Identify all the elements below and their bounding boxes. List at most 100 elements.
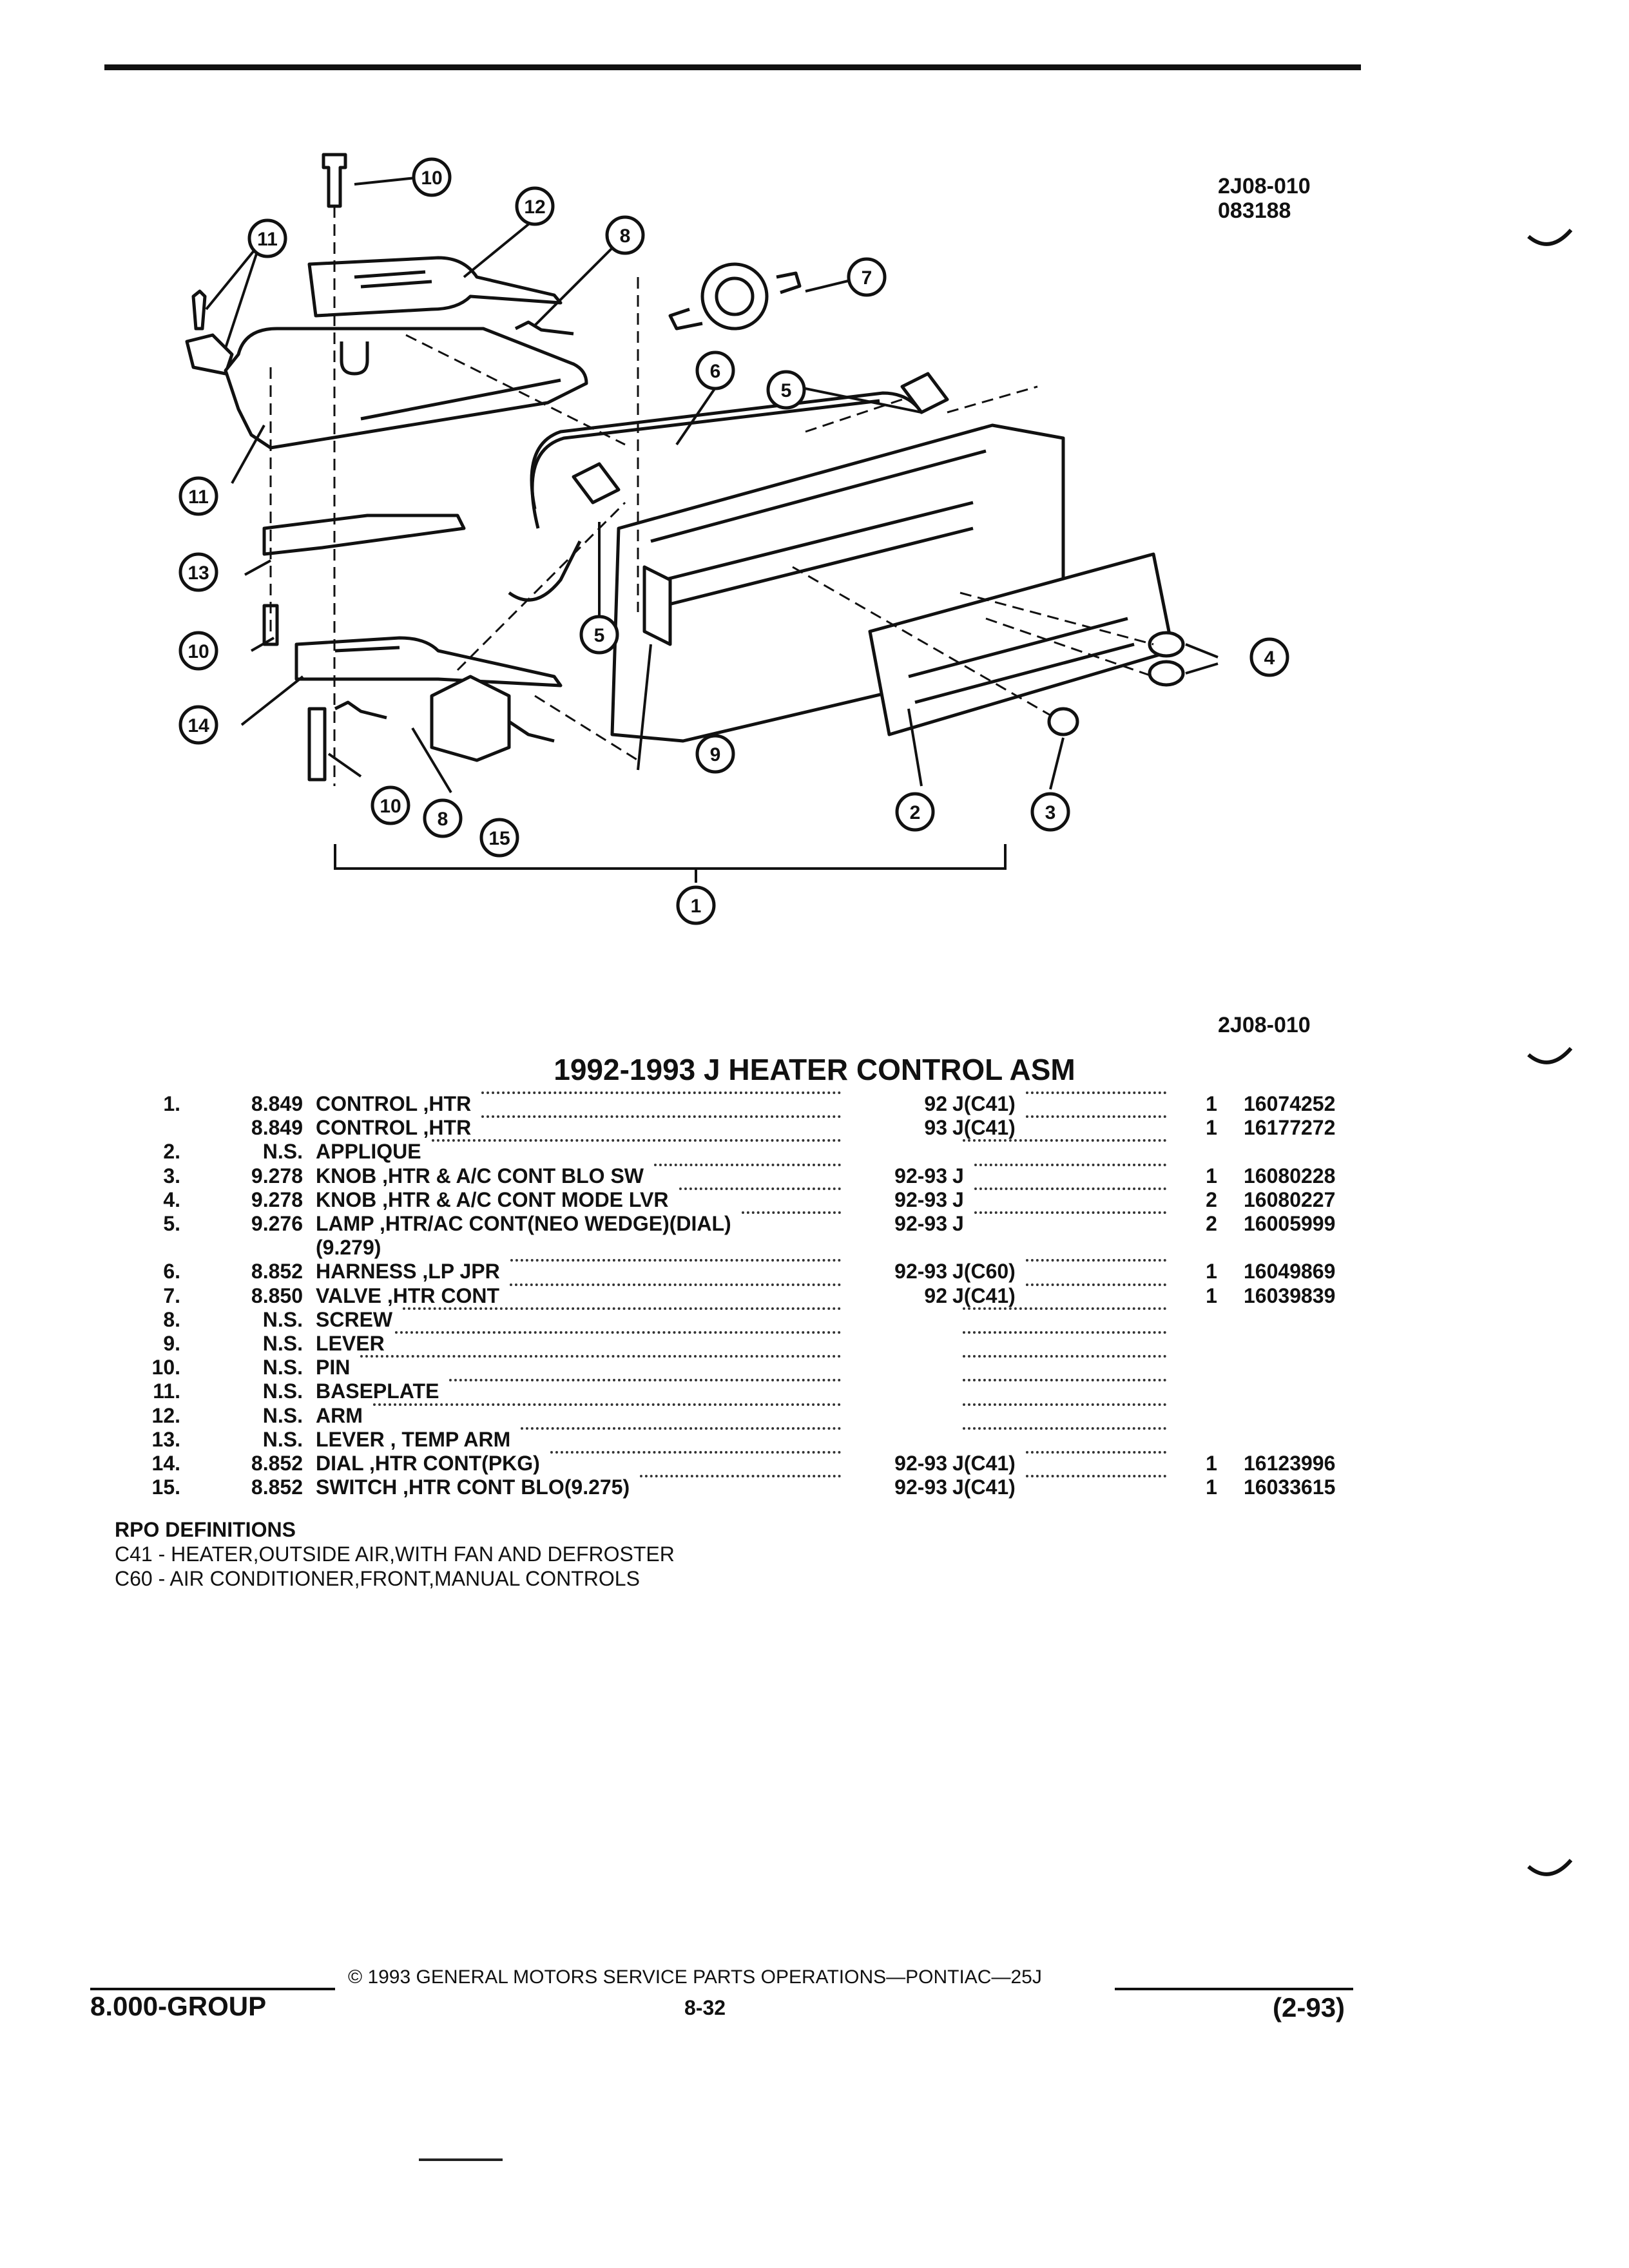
group-number: N.S. bbox=[262, 1379, 303, 1403]
part-description: SWITCH ,HTR CONT BLO(9.275) bbox=[316, 1475, 630, 1499]
binder-hole-mark-icon bbox=[1527, 229, 1572, 246]
part-description: CONTROL ,HTR bbox=[316, 1092, 472, 1115]
part-description: ARM bbox=[316, 1403, 363, 1427]
part-description: LAMP ,HTR/AC CONT(NEO WEDGE)(DIAL) bbox=[316, 1212, 731, 1235]
baseplate-part bbox=[224, 327, 588, 450]
callout-circle bbox=[1030, 792, 1070, 832]
item-number: 14. bbox=[151, 1452, 180, 1475]
quantity: 1 bbox=[1206, 1260, 1217, 1283]
dot-leader bbox=[1026, 1259, 1166, 1262]
quantity: 1 bbox=[1206, 1283, 1217, 1307]
callout-circle bbox=[247, 218, 287, 258]
copyright-notice: © 1993 GENERAL MOTORS SERVICE PARTS OPER… bbox=[348, 1966, 1042, 1988]
callout-circle bbox=[676, 885, 716, 925]
part-number: 16177272 bbox=[1244, 1116, 1336, 1140]
callout-circle bbox=[178, 631, 218, 671]
part-description: PIN bbox=[316, 1356, 351, 1379]
valve-part bbox=[700, 262, 769, 331]
callout-number: 10 bbox=[421, 168, 442, 189]
binder-hole-mark-icon bbox=[1527, 1859, 1572, 1876]
quantity: 2 bbox=[1206, 1187, 1217, 1211]
model-years: 92-93 bbox=[894, 1187, 947, 1211]
part-description: SCREW bbox=[316, 1307, 393, 1331]
dot-leader bbox=[1026, 1283, 1166, 1286]
callout-circle bbox=[178, 476, 218, 516]
callout-circle bbox=[847, 257, 887, 297]
dot-leader bbox=[403, 1307, 841, 1310]
callout-number: 4 bbox=[1264, 648, 1275, 669]
callout-circle bbox=[695, 734, 735, 774]
part-description: DIAL ,HTR CONT(PKG) bbox=[316, 1452, 540, 1475]
callout-circle bbox=[766, 370, 806, 410]
rpo-code: J bbox=[952, 1164, 964, 1187]
dot-leader bbox=[963, 1427, 1166, 1430]
parts-row: 9.N.S.LEVER bbox=[0, 1331, 1629, 1356]
item-number: 3. bbox=[163, 1164, 180, 1187]
callout-circle bbox=[515, 186, 555, 226]
group-number: 8.849 bbox=[251, 1092, 303, 1115]
screw-part bbox=[191, 289, 207, 331]
item-number: 10. bbox=[151, 1356, 180, 1379]
model-years: 93 bbox=[924, 1116, 947, 1140]
model-years: 92-93 bbox=[894, 1164, 947, 1187]
rpo-definitions: RPO DEFINITIONS C41 - HEATER,OUTSIDE AIR… bbox=[115, 1517, 675, 1591]
quantity: 1 bbox=[1206, 1164, 1217, 1187]
blower-switch-part bbox=[430, 675, 511, 762]
part-description: KNOB ,HTR & A/C CONT BLO SW bbox=[316, 1164, 644, 1187]
callout-number: 5 bbox=[781, 380, 792, 401]
callout-circle bbox=[479, 818, 519, 858]
item-number: 15. bbox=[151, 1475, 180, 1499]
callout-number: 12 bbox=[524, 197, 545, 218]
knob-part bbox=[1148, 660, 1185, 687]
rpo-code: J(C41) bbox=[952, 1452, 1016, 1475]
callout-number: 8 bbox=[438, 809, 448, 830]
part-description: HARNESS ,LP JPR bbox=[316, 1260, 500, 1283]
arm-part bbox=[262, 514, 466, 556]
part-description: LEVER bbox=[316, 1332, 385, 1355]
knob-part bbox=[1047, 707, 1079, 736]
pin-part bbox=[322, 153, 347, 208]
group-number: N.S. bbox=[262, 1140, 303, 1164]
screw-part bbox=[514, 320, 574, 336]
part-description: KNOB ,HTR & A/C CONT MODE LVR bbox=[316, 1187, 669, 1211]
callout-number: 10 bbox=[380, 796, 401, 817]
quantity: 1 bbox=[1206, 1116, 1217, 1140]
rpo-heading: RPO DEFINITIONS bbox=[115, 1518, 296, 1541]
dot-leader bbox=[974, 1211, 1166, 1214]
callout-number: 9 bbox=[710, 744, 721, 765]
dot-leader bbox=[974, 1163, 1166, 1166]
dot-leader bbox=[550, 1451, 841, 1454]
dot-leader bbox=[963, 1331, 1166, 1334]
quantity: 1 bbox=[1206, 1092, 1217, 1115]
part-description: APPLIQUE bbox=[316, 1140, 421, 1164]
callout-number: 13 bbox=[188, 562, 209, 584]
callout-circle bbox=[423, 798, 463, 838]
dot-leader bbox=[654, 1163, 841, 1166]
callout-number: 6 bbox=[710, 361, 721, 382]
part-description: (9.279) bbox=[316, 1236, 381, 1260]
model-years: 92 bbox=[924, 1092, 947, 1115]
callout-number: 7 bbox=[862, 267, 872, 289]
rpo-code: J(C41) bbox=[952, 1092, 1016, 1115]
rpo-code: J(C41) bbox=[952, 1116, 1016, 1140]
dot-leader bbox=[449, 1379, 841, 1382]
stray-mark bbox=[419, 2158, 503, 2161]
group-number: 8.849 bbox=[251, 1116, 303, 1140]
group-number: 8.852 bbox=[251, 1260, 303, 1283]
item-number: 1. bbox=[163, 1092, 180, 1115]
dot-leader bbox=[481, 1091, 841, 1094]
dot-leader bbox=[640, 1475, 841, 1478]
part-description: BASEPLATE bbox=[316, 1379, 439, 1403]
part-number: 16080227 bbox=[1244, 1187, 1336, 1211]
parts-row: 2.N.S.APPLIQUE bbox=[0, 1139, 1629, 1164]
revision-date: (2-93) bbox=[1273, 1992, 1345, 2023]
temp-lever-part bbox=[294, 636, 563, 687]
dot-leader bbox=[395, 1331, 841, 1334]
rpo-code: J(C41) bbox=[952, 1283, 1016, 1307]
part-number: 16123996 bbox=[1244, 1452, 1336, 1475]
dot-leader bbox=[1026, 1451, 1166, 1454]
part-number: 16080228 bbox=[1244, 1164, 1336, 1187]
